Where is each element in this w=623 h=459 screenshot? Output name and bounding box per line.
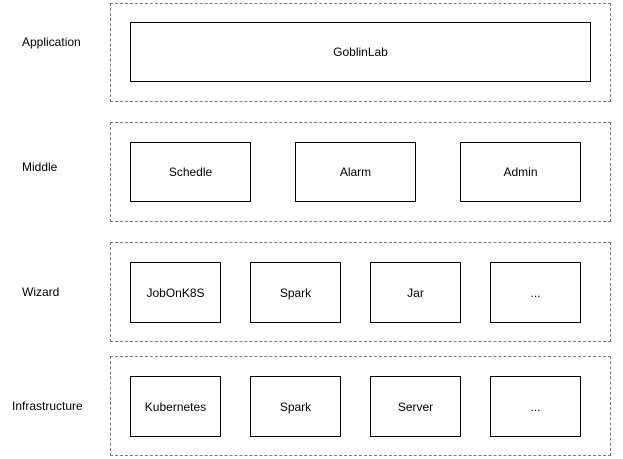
layer-label-middle: Middle: [22, 160, 58, 174]
block-schedle: Schedle: [130, 142, 251, 202]
block-alarm: Alarm: [295, 142, 416, 202]
block-spark-infrastructure: Spark: [250, 376, 341, 437]
layer-frame-wizard: [110, 242, 611, 342]
block-more-wizard: ...: [490, 262, 581, 323]
layer-label-wizard: Wizard: [22, 285, 60, 299]
block-server: Server: [370, 376, 461, 437]
layer-label-infrastructure: Infrastructure: [12, 399, 83, 413]
layer-label-application: Application: [22, 35, 81, 49]
layer-frame-application: [110, 3, 611, 102]
block-jar: Jar: [370, 262, 461, 323]
layer-frame-infrastructure: [110, 356, 611, 456]
block-goblinlab: GoblinLab: [130, 22, 591, 82]
layer-frame-middle: [110, 122, 611, 222]
block-jobonk8s: JobOnK8S: [130, 262, 221, 323]
block-kubernetes: Kubernetes: [130, 376, 221, 437]
block-more-infrastructure: ...: [490, 376, 581, 437]
block-admin: Admin: [460, 142, 581, 202]
block-spark-wizard: Spark: [250, 262, 341, 323]
